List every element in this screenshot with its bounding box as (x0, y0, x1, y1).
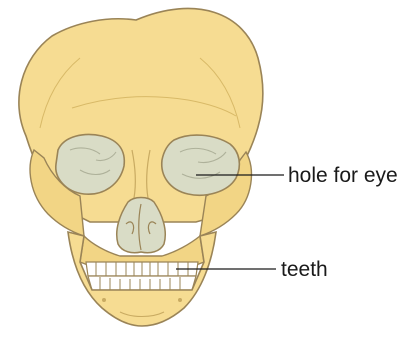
mental-foramen-left (102, 298, 106, 302)
teeth-row (86, 262, 198, 290)
left-eye-socket (56, 135, 125, 195)
right-eye-socket (162, 135, 240, 195)
teeth-label: teeth (281, 258, 328, 281)
mental-foramen-right (178, 298, 182, 302)
skull-illustration (19, 8, 263, 326)
eye-label: hole for eye (288, 164, 398, 187)
